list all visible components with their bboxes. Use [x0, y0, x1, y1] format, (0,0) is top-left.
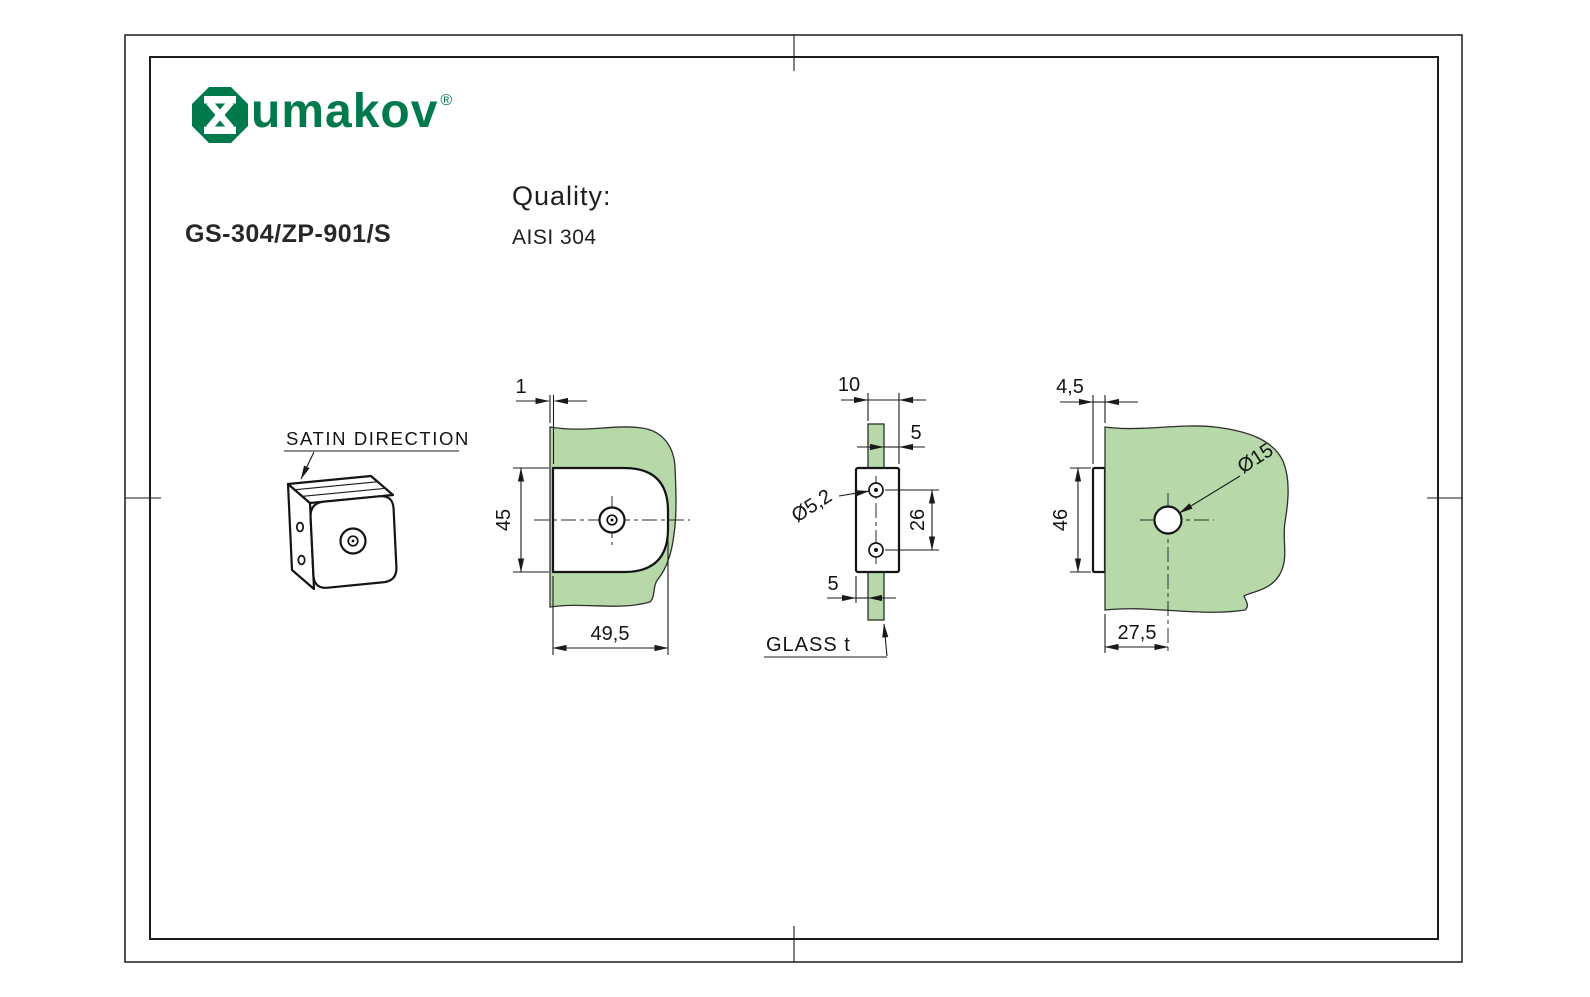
registered-trademark-symbol: ®: [440, 92, 454, 109]
logo-glyph-top-bar: [204, 96, 236, 104]
screw-center-dot: [610, 518, 614, 522]
screw-center-dot: [351, 539, 355, 543]
logo-glyph-cross: [206, 99, 234, 131]
logo-glyph-bottom-bar: [204, 126, 236, 134]
clamp-edge-sliver: [1091, 466, 1107, 574]
dim-text: 49,5: [591, 623, 630, 645]
satin-direction-label: SATIN DIRECTION: [286, 428, 470, 449]
dim-clamp-width: 49,5: [552, 533, 669, 655]
glass-hole-view: 4,5 Ø15 46 27,5: [1050, 376, 1289, 653]
glass-callout: GLASS t: [764, 623, 889, 658]
dim-glass-offset: 1: [515, 376, 587, 464]
dim-text: 26: [907, 509, 929, 531]
dim-text: 46: [1050, 509, 1072, 531]
sheet-border: [124, 34, 1463, 963]
front-view: 1 45 49,5: [493, 376, 690, 655]
dim-text: 45: [493, 509, 515, 531]
dim-text: Ø5,2: [788, 485, 836, 527]
screw-center-dot: [874, 548, 878, 552]
leader-line: [300, 451, 315, 480]
dim-text: 5: [910, 422, 921, 444]
dim-depth: 10: [838, 374, 926, 464]
satin-plate-line: [295, 481, 379, 491]
dim-text: 4,5: [1056, 376, 1084, 398]
dim-text: 10: [838, 374, 860, 396]
dim-wall-top: 5: [857, 422, 925, 451]
side-screw-hole: [295, 521, 305, 533]
quality-label: Quality:: [512, 181, 612, 211]
brand-logotype: umakov®: [251, 85, 454, 139]
glass-panel: [1104, 425, 1289, 613]
satin-plate-line: [302, 487, 386, 497]
quality-value: AISI 304: [512, 226, 597, 249]
glass-hole: [1153, 505, 1183, 535]
side-view: 10 5 Ø5,2 26 5 GLASS t: [764, 374, 939, 658]
side-screw-hole: [297, 554, 306, 566]
product-code: GS-304/ZP-901/S: [185, 220, 392, 248]
dim-clamp-height: 45: [493, 467, 549, 573]
dim-clamp-height: 46: [1050, 467, 1091, 573]
screw-center-dot: [874, 488, 878, 492]
isometric-view: SATIN DIRECTION: [284, 428, 470, 591]
dim-text: 1: [515, 376, 526, 398]
leader-line: [838, 490, 870, 497]
dim-text: 27,5: [1118, 622, 1157, 644]
dim-wall-bottom: 5: [827, 573, 896, 603]
dim-text: 5: [827, 573, 838, 595]
leader-line: [882, 623, 889, 657]
dim-edge-to-hole: 27,5: [1104, 614, 1169, 653]
dim-hole-spacing: 26: [885, 489, 939, 551]
glass-label: GLASS t: [766, 634, 851, 656]
leader-line: [1179, 475, 1241, 514]
dim-edge-offset: 4,5: [1056, 376, 1138, 464]
brand-name: umakov: [251, 85, 439, 138]
brand-logo-icon: [192, 87, 248, 143]
